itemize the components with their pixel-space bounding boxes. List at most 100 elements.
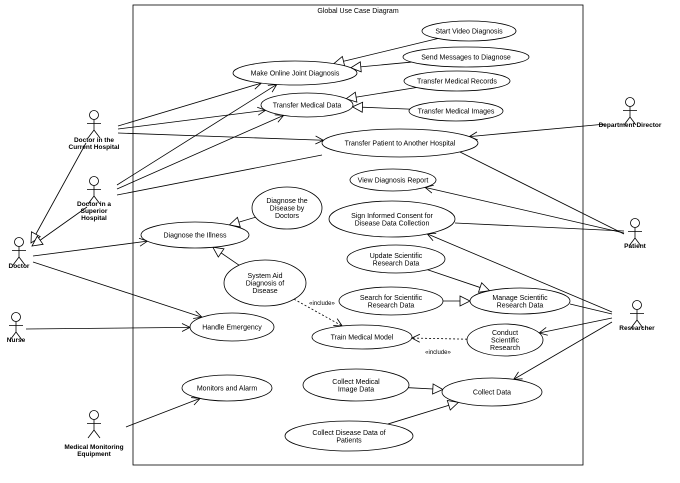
include-sysaid-train [293,298,343,327]
assoc-superior-transfer [116,154,323,196]
assoc-patient-report [424,184,625,234]
actor-label: Medical Monitoring [64,444,123,451]
assoc-patient-consent [454,222,625,232]
use-case-ellipse [302,368,410,402]
gen-superior-doctor [31,206,88,247]
include-conduct-train [410,333,468,343]
actor-head [89,176,99,186]
use-case-label: Research [490,345,520,352]
use-case-ellipse [328,200,456,238]
use-case-ellipse [232,60,358,86]
actor-body [630,309,644,329]
actor-nurse: Nurse [7,312,26,344]
assoc-nurse-emergency [25,323,191,332]
use-case-images: Transfer Medical Images [408,100,504,122]
assoc-researcher-manage [569,303,613,315]
use-case-ellipse [140,221,250,249]
use-case-records: Transfer Medical Records [403,70,511,92]
use-case-label: Transfer Medical Images [418,109,495,116]
use-case-label: Sign Informed Consent for [351,213,433,220]
use-case-ellipse [469,287,571,315]
use-case-ellipse [260,92,354,118]
use-case-report: View Diagnosis Report [349,168,437,192]
use-case-label: Doctors [275,213,300,220]
actor-head [632,300,642,310]
actor-body [12,246,26,266]
edges-layer [25,38,625,428]
actor-researcher: Researcher [619,300,655,332]
use-case-joint: Make Online Joint Diagnosis [232,60,358,86]
use-case-ellipse [349,168,437,192]
gen-video-joint [332,38,439,67]
use-case-emergency: Handle Emergency [189,312,275,342]
use-case-monitors: Monitors and Alarm [181,374,273,402]
actor-label: Nurse [7,337,26,344]
actor-director: Department Director [599,97,662,129]
gen-patientdata-collect [387,400,460,425]
use-case-label: Collect Medical [332,379,380,386]
use-case-label: Transfer Medical Records [417,79,497,86]
use-case-illness: Diagnose the Illness [140,221,250,249]
actor-label: Department Director [599,122,662,129]
use-case-label: Research Data [373,260,420,267]
use-case-ellipse [408,100,504,122]
use-case-label: Research Data [497,302,544,309]
gen-messages-joint [349,61,412,73]
use-case-ellipse [251,186,323,230]
actor-doctor: Doctor [9,237,30,270]
assoc-superior-joint [116,83,278,186]
use-case-messages: Send Messages to Diagnose [402,46,530,68]
actor-body [628,227,642,247]
use-case-ellipse [338,286,444,316]
use-case-label: Patients [336,437,362,444]
use-case-ellipse [223,259,307,307]
gen-current-doctor [30,142,87,244]
use-case-transfer: Transfer Patient to Another Hospital [321,128,479,158]
actor-patient: Patient [624,218,647,250]
use-case-ellipse [189,312,275,342]
assoc-patient-transfer [459,151,625,235]
assoc-doctor-illness [32,237,149,257]
use-case-label: Transfer Patient to Another Hospital [345,141,456,148]
gen-bydoctors-illness [228,216,256,228]
gen-imgdata-collect [408,383,444,395]
use-case-ellipse [346,244,446,274]
use-case-label: View Diagnosis Report [358,178,429,185]
use-case-train: Train Medical Model [311,324,413,350]
use-case-label: Send Messages to Diagnose [421,55,511,62]
use-case-ellipse [441,377,543,407]
use-case-video: Start Video Diagnosis [421,20,517,42]
use-case-label: Manage Scientific [492,295,548,302]
assoc-superior-data [116,114,285,190]
gen-sysaid-illness [212,246,240,266]
use-case-ellipse [181,374,273,402]
use-case-label: Conduct [492,330,518,337]
use-case-label: Diagnosis of [246,281,285,288]
system-title: Global Use Case Diagram [317,8,398,15]
actor-head [14,237,24,247]
actor-body [623,106,637,126]
actor-label: Doctor in a [77,201,111,208]
assoc-current-data [117,106,267,130]
use-case-label: Handle Emergency [202,325,262,332]
use-case-label: Start Video Diagnosis [435,29,503,36]
include-label-train: «include» [309,301,335,307]
use-case-ellipse [311,324,413,350]
actor-body [87,119,101,139]
actor-label: Researcher [619,325,655,332]
use-case-label: System Aid [247,273,282,280]
assoc-director-transfer [468,123,607,141]
use-case-ellipse [403,70,511,92]
use-case-data: Transfer Medical Data [260,92,354,118]
use-case-label: Scientific [491,338,520,345]
use-case-label: Disease [252,288,277,295]
